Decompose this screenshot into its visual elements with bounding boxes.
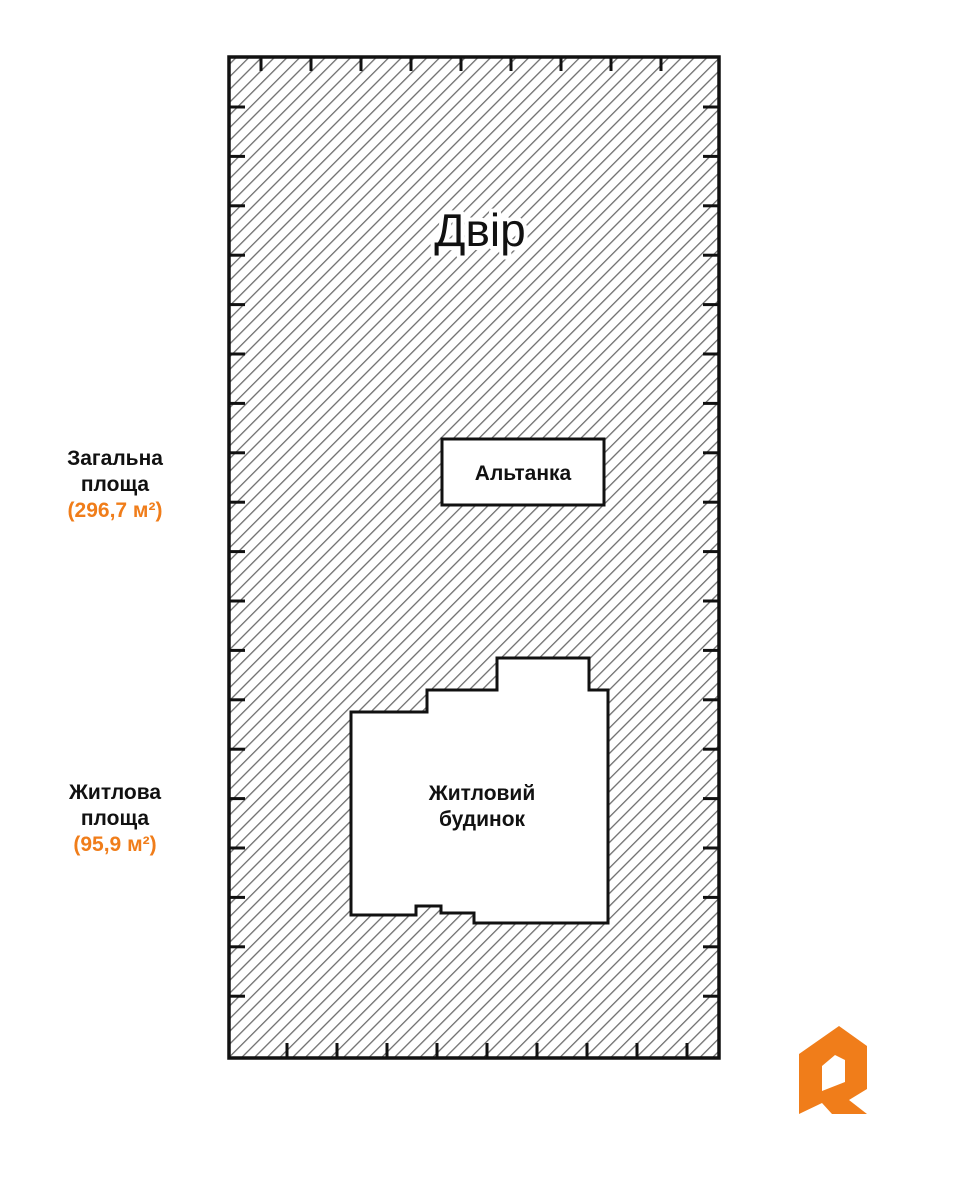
yard-label: Двір [434,204,525,256]
total-area-value: (296,7 м²) [67,499,163,522]
living-area-label: Житлова площа (95,9 м²) [0,780,230,858]
house-outline [349,656,610,925]
total-area-label: Загальна площа (296,7 м²) [0,446,230,524]
gazebo-label: Альтанка [475,462,572,485]
house-label-line1: Житловий [428,782,536,805]
gazebo-outline [440,437,606,507]
brand-logo-icon [799,1026,867,1114]
lot-edge-ticks [229,57,719,1058]
living-area-line2: площа [80,807,150,830]
total-area-line2: площа [80,473,150,496]
living-area-line1: Житлова [68,781,162,804]
total-area-line1: Загальна [67,447,163,470]
house-label-line2: будинок [439,808,526,831]
living-area-value: (95,9 м²) [73,833,157,856]
